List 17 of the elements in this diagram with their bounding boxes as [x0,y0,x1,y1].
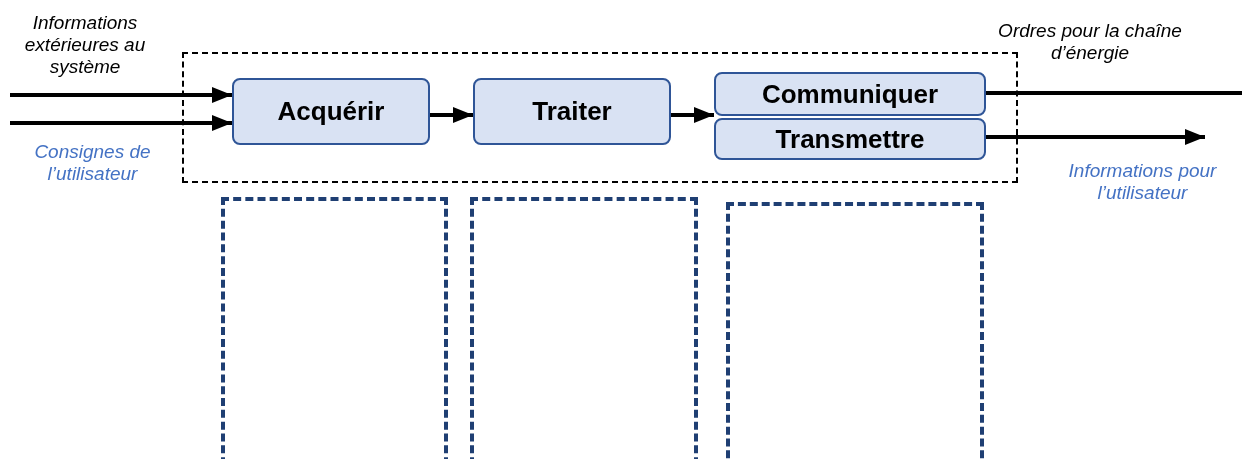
flow-label: Consignes de l’utilisateur [33,141,152,185]
system-boundary [182,52,1018,183]
flow-label: Informations pour l’utilisateur [1067,160,1218,204]
process-box: Acquérir [232,78,430,145]
arrow [430,107,473,123]
process-box: Transmettre [714,118,986,160]
flow-label: Informations extérieures au système [23,12,147,78]
flow-label: Ordres pour la chaîne d’énergie [997,20,1183,64]
process-box: Traiter [473,78,671,145]
arrow [986,129,1205,145]
arrow [10,115,232,131]
arrow [671,107,714,123]
empty-dashed-box [726,202,984,459]
arrow [10,87,232,103]
process-box: Communiquer [714,72,986,116]
empty-dashed-box [221,197,448,459]
empty-dashed-box [470,197,698,459]
